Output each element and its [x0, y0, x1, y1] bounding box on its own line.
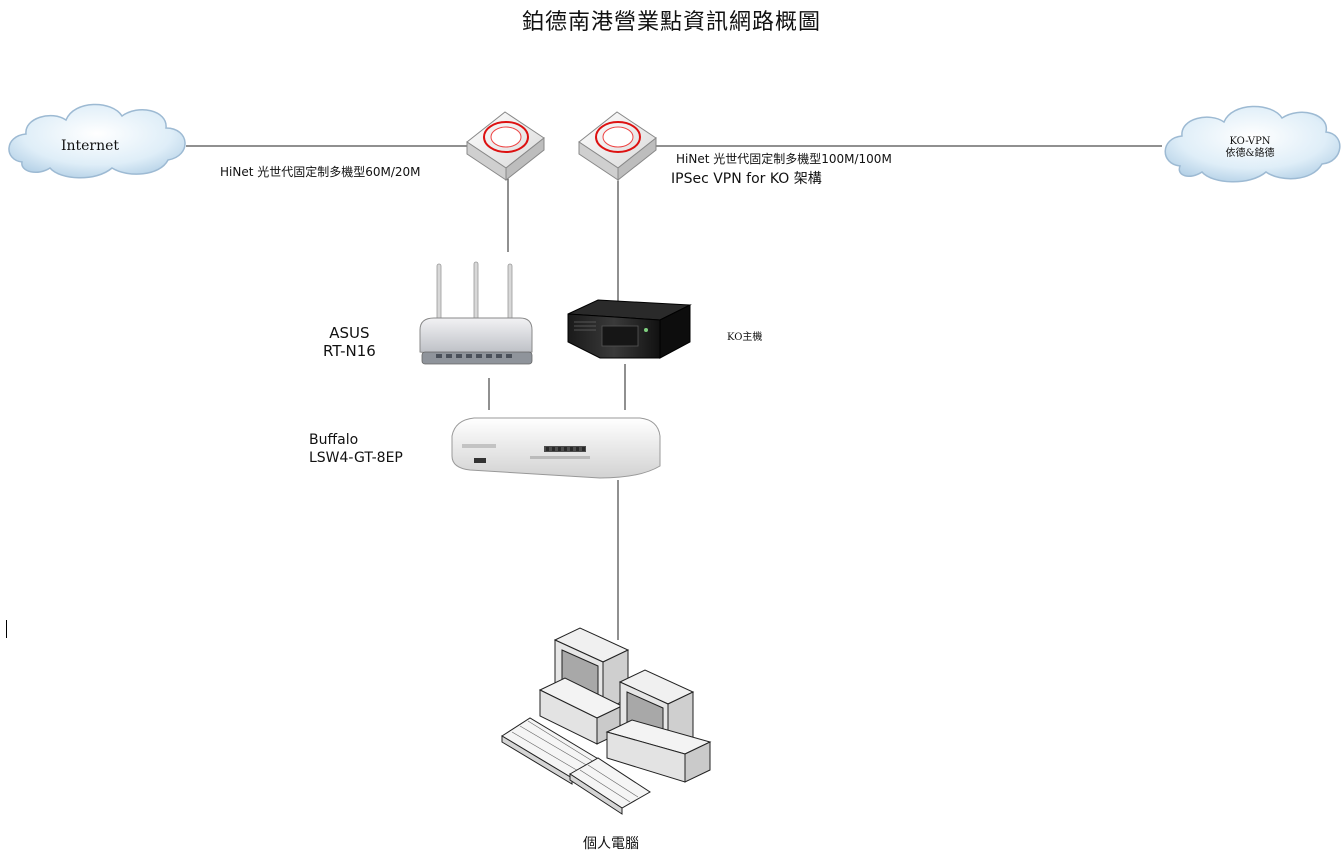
network-switch-icon [451, 417, 661, 479]
ko-host-label: KO主機 [727, 332, 763, 343]
asus-router-label: ASUS RT-N16 [323, 324, 376, 360]
buffalo-switch-line1: Buffalo [309, 432, 359, 448]
asus-router-line2: RT-N16 [323, 342, 376, 360]
server-icon [567, 299, 692, 359]
connection-lines [186, 145, 1162, 640]
buffalo-switch-line2: LSW4-GT-8EP [309, 450, 403, 466]
pcs-label: 個人電腦 [583, 836, 639, 852]
personal-computers-icon [501, 627, 712, 815]
asus-router-line1: ASUS [329, 324, 370, 342]
internet-cloud-label: Internet [60, 138, 120, 154]
hinet-left-label: HiNet 光世代固定制多機型60M/20M [220, 165, 421, 179]
hinet-right-label: HiNet 光世代固定制多機型100M/100M [676, 152, 892, 166]
ipsec-label: IPSec VPN for KO 架構 [671, 171, 822, 187]
kovpn-cloud-line2: 依德&鉻德 [1225, 148, 1275, 159]
kovpn-cloud-icon [1164, 105, 1341, 183]
modem-right-icon [578, 111, 657, 182]
diagram-title: 鉑德南港營業點資訊網路概圖 [521, 10, 821, 35]
wireless-router-icon [419, 261, 533, 365]
internet-cloud-icon [8, 103, 186, 179]
modem-left-icon [466, 111, 545, 182]
buffalo-switch-label: Buffalo LSW4-GT-8EP [309, 431, 403, 467]
kovpn-cloud-label: KO-VPN 依德&鉻德 [1200, 136, 1300, 160]
text-cursor [6, 620, 7, 638]
kovpn-cloud-line1: KO-VPN [1229, 136, 1271, 147]
